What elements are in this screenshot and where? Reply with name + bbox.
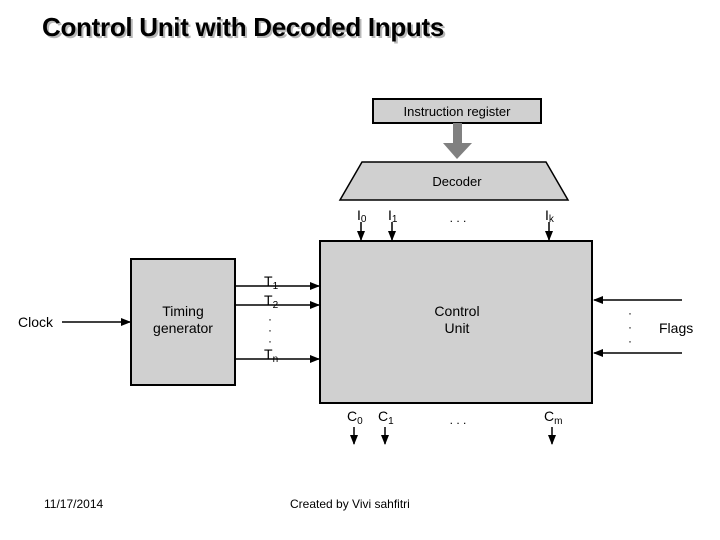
decoder-output-arrows (357, 222, 553, 241)
timing-signals-dots: · · · (268, 312, 272, 348)
cm-label: Cm (544, 408, 562, 427)
flag-dots: · · · (628, 306, 632, 348)
control-unit-block: Control Unit (319, 240, 593, 404)
i1-label: I1 (388, 207, 398, 225)
timing-generator-label-line2: generator (153, 320, 213, 336)
ik-label: Ik (545, 207, 555, 225)
decoder-label: Decoder (432, 174, 482, 189)
flag-input-arrows (593, 296, 682, 357)
svg-text:·: · (268, 312, 272, 326)
slide-title: Control Unit with Decoded Inputs (42, 12, 445, 42)
i0-label: I0 (357, 207, 367, 225)
svg-text:·: · (628, 320, 632, 334)
control-output-arrows (350, 427, 556, 445)
t1-label: T1 (264, 273, 279, 292)
flags-label: Flags (659, 320, 693, 336)
tn-label: Tn (264, 346, 278, 365)
t2-label: T2 (264, 292, 279, 311)
control-unit-label-line1: Control (434, 303, 479, 319)
svg-text:·: · (268, 334, 272, 348)
decoder-outputs-ellipsis: . . . (450, 211, 467, 225)
timing-generator-block: Timing generator (130, 258, 236, 386)
timing-signal-arrows (236, 282, 320, 363)
c1-label: C1 (378, 408, 394, 427)
clock-label: Clock (18, 314, 54, 330)
timing-generator-label-line1: Timing (162, 303, 204, 319)
instruction-to-decoder-arrow (443, 123, 472, 159)
footer-author: Created by Vivi sahfitri (290, 497, 410, 511)
svg-text:·: · (268, 323, 272, 337)
svg-text:·: · (628, 334, 632, 348)
control-unit-label-line2: Unit (445, 320, 470, 336)
instruction-register-block: Instruction register (372, 98, 542, 124)
svg-text:·: · (628, 306, 632, 320)
decoder-block: Decoder (338, 161, 570, 201)
control-outputs-ellipsis: . . . (450, 413, 467, 427)
c0-label: C0 (347, 408, 363, 427)
instruction-register-label: Instruction register (404, 104, 512, 119)
footer-date: 11/17/2014 (44, 497, 104, 511)
